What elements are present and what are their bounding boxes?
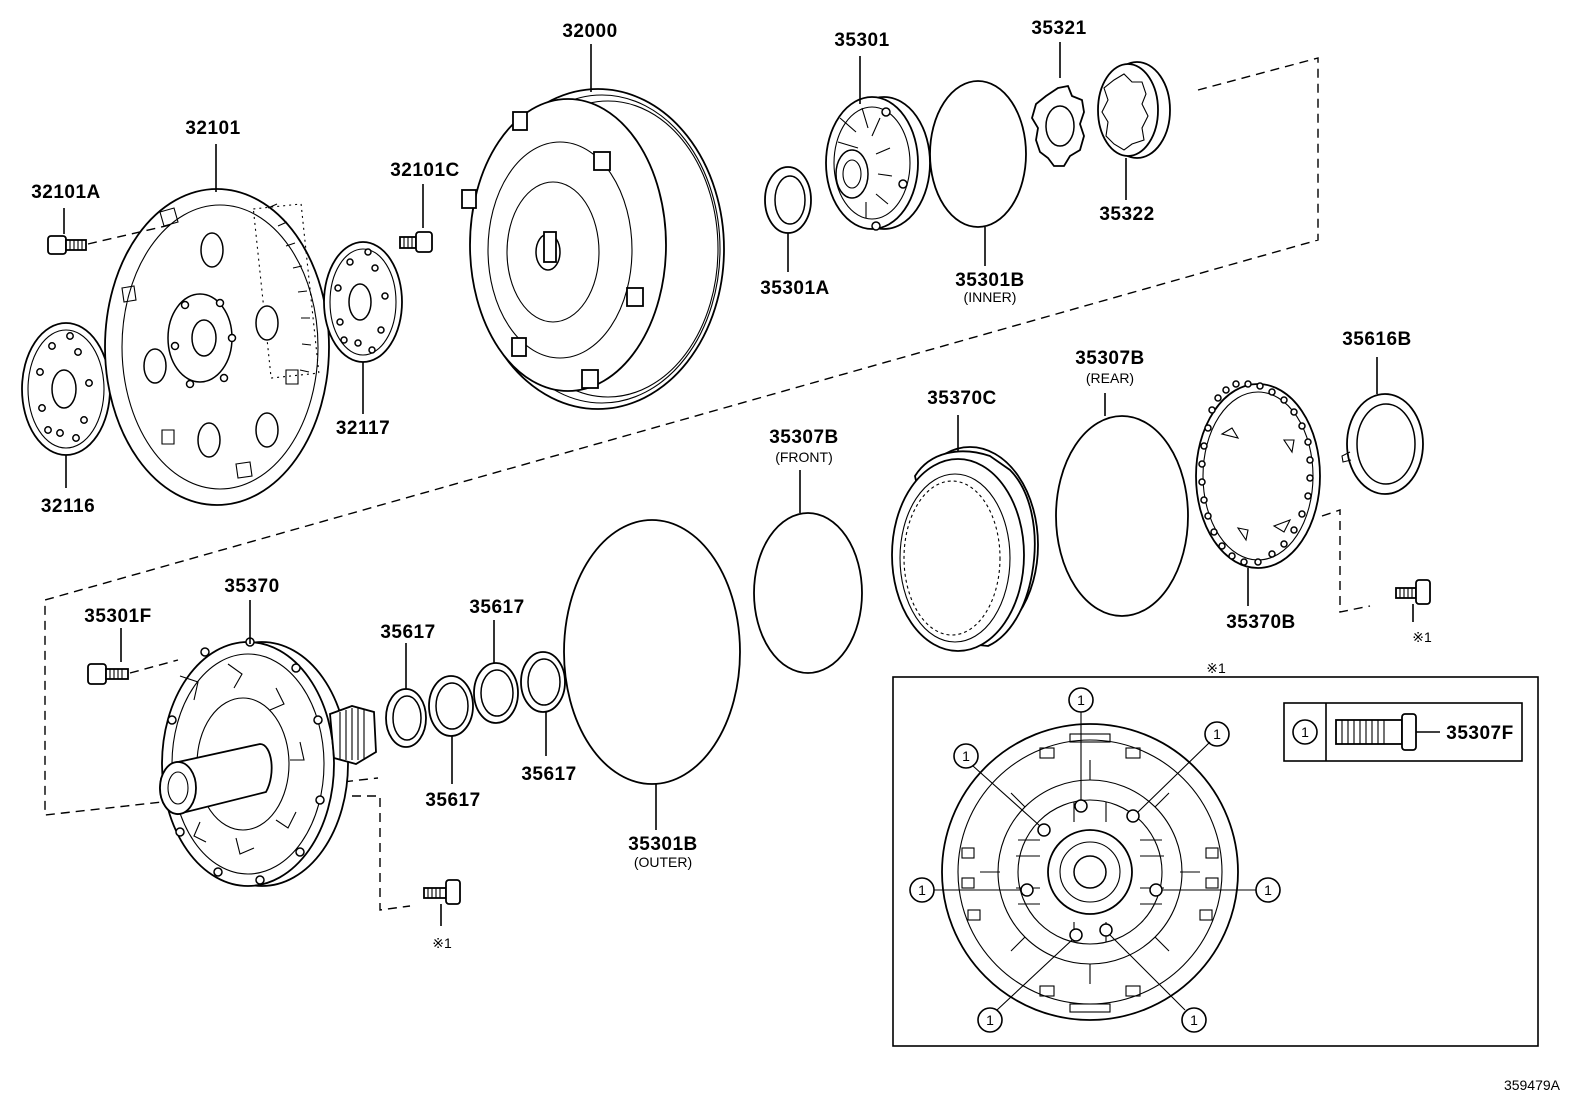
part-35370C-sleeve[interactable] <box>891 446 1039 652</box>
label-35307B-rear: 35307B <box>1075 348 1145 369</box>
inset-detail: 1 35307F <box>892 676 1539 1047</box>
part-35617-ring-b[interactable] <box>428 675 474 737</box>
label-32101C: 32101C <box>390 160 460 181</box>
part-35370-oil-pump[interactable] <box>159 637 377 887</box>
label-32101A: 32101A <box>31 182 101 203</box>
label-32000: 32000 <box>562 21 617 42</box>
note-outer: (OUTER) <box>634 854 692 870</box>
label-35370: 35370 <box>224 576 279 597</box>
label-35301F: 35301F <box>84 606 151 627</box>
callout-upper-right: 1 <box>1213 726 1221 742</box>
label-35301: 35301 <box>834 30 889 51</box>
label-35617-d: 35617 <box>521 764 576 785</box>
part-35370B-stator-plate[interactable] <box>1195 380 1321 569</box>
callout-left: 1 <box>918 882 926 898</box>
label-35301A: 35301A <box>760 278 830 299</box>
part-35307B-front-oring[interactable] <box>753 512 863 674</box>
part-35301F-bolt[interactable] <box>87 663 129 685</box>
label-35370C: 35370C <box>927 388 997 409</box>
part-35617-ring-a[interactable] <box>385 688 427 748</box>
ref-mark-inset: ※1 <box>1206 660 1226 676</box>
part-35307B-rear-oring[interactable] <box>1055 415 1189 617</box>
inset-callouts: 1 1 1 1 1 1 1 <box>909 687 1281 1033</box>
part-35617-ring-c[interactable] <box>473 662 519 724</box>
note-rear: (REAR) <box>1086 370 1134 386</box>
part-32117-plate[interactable] <box>323 241 403 363</box>
callout-lower-right: 1 <box>1190 1012 1198 1028</box>
leader-lines <box>63 42 1414 926</box>
part-32101C-bolt[interactable] <box>399 231 433 253</box>
ref-mark-left: ※1 <box>432 935 452 951</box>
bolt-ref-bracket-left <box>352 795 411 911</box>
label-35307B-front: 35307B <box>769 427 839 448</box>
part-35301-pump-body[interactable] <box>825 96 931 231</box>
label-35617-a: 35617 <box>380 622 435 643</box>
assembly-boundary <box>44 57 1319 816</box>
leader-35301F-bolt <box>129 659 179 674</box>
part-35307F-bolt-left[interactable] <box>423 879 461 905</box>
label-35616B: 35616B <box>1342 329 1412 350</box>
part-35322-outer-rotor[interactable] <box>1097 61 1171 159</box>
part-35301B-outer-oring[interactable] <box>563 519 741 785</box>
part-32116-drive-plate[interactable] <box>21 322 111 456</box>
note-inner: (INNER) <box>964 289 1017 305</box>
part-35321-inner-rotor[interactable] <box>1031 84 1085 167</box>
callout-right: 1 <box>1264 882 1272 898</box>
label-35321: 35321 <box>1031 18 1086 39</box>
figure-id: 359479A <box>1504 1077 1561 1093</box>
part-35301B-inner-oring[interactable] <box>929 80 1027 228</box>
part-32101-flywheel[interactable] <box>104 188 330 506</box>
label-35370B: 35370B <box>1226 612 1296 633</box>
part-35307F-bolt-right[interactable] <box>1395 579 1431 605</box>
callout-top: 1 <box>1077 692 1085 708</box>
part-32101A-bolt[interactable] <box>47 235 87 255</box>
part-32000-torque-converter[interactable] <box>461 88 725 410</box>
callout-upper-left: 1 <box>962 748 970 764</box>
label-35617-b: 35617 <box>425 790 480 811</box>
label-35322: 35322 <box>1099 204 1154 225</box>
legend-part-35307F: 35307F <box>1446 723 1513 744</box>
callout-lower-left: 1 <box>986 1012 994 1028</box>
bolt-ref-bracket-right <box>1321 509 1371 613</box>
part-35616B-retainer[interactable] <box>1341 393 1424 495</box>
label-32116: 32116 <box>41 496 95 517</box>
legend-callout-number: 1 <box>1301 724 1309 740</box>
note-front: (FRONT) <box>775 449 833 465</box>
label-35617-c: 35617 <box>469 597 524 618</box>
part-35301A-seal[interactable] <box>764 166 812 234</box>
ref-mark-right: ※1 <box>1412 629 1432 645</box>
label-35301B-outer: 35301B <box>628 834 698 855</box>
inset-legend: 1 35307F <box>1283 702 1523 762</box>
part-labels: 32000 32101 32101A 32101C 32117 32116 35… <box>31 18 1560 1093</box>
inset-pump-face: 1 1 1 1 1 1 1 <box>909 687 1281 1033</box>
part-35617-ring-d[interactable] <box>520 651 566 713</box>
label-32117: 32117 <box>336 418 390 439</box>
label-35301B-inner: 35301B <box>955 270 1025 291</box>
label-32101: 32101 <box>185 118 240 139</box>
